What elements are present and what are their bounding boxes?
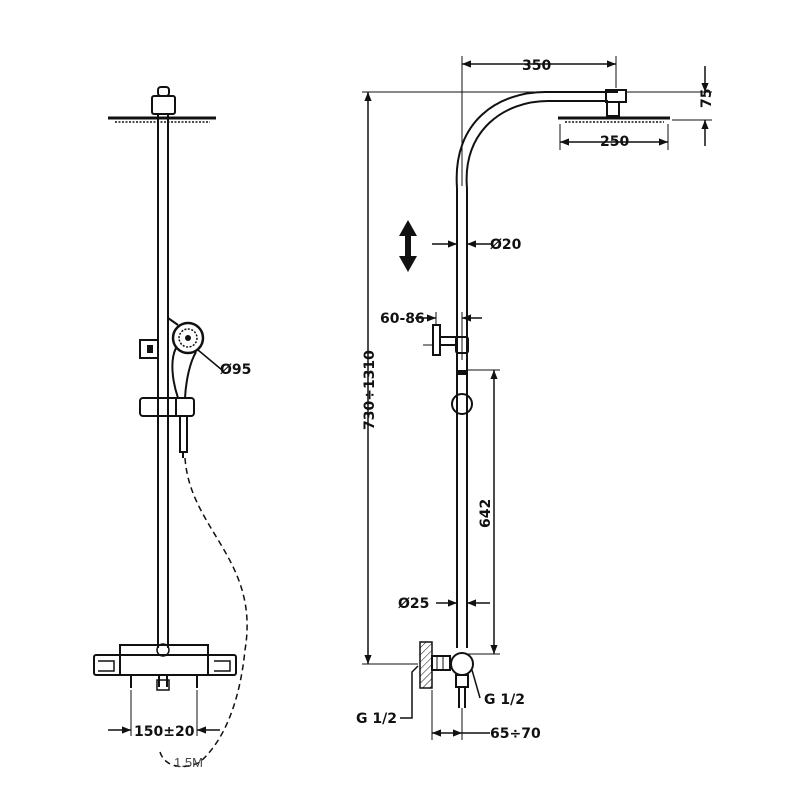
total-height-label: 730÷1310 xyxy=(362,350,378,430)
head-drop-label: 75 xyxy=(699,89,715,108)
pipe-diameter-label: Ø25 xyxy=(398,596,429,612)
adjust-arrow-icon xyxy=(399,220,417,272)
front-thermostatic-mixer xyxy=(93,643,237,691)
arm-projection-label: 350 xyxy=(522,58,551,74)
thread-left-label: G 1/2 xyxy=(356,711,397,727)
hose-length-label: 1.5M xyxy=(174,755,203,770)
side-slider-clamp xyxy=(451,336,473,415)
front-slider-holder xyxy=(139,397,195,458)
thread-right-label: G 1/2 xyxy=(484,692,525,708)
slide-length-label: 642 xyxy=(478,499,494,528)
front-hose xyxy=(159,457,248,768)
side-riser-and-arm xyxy=(455,89,627,648)
side-view: 350 75 250 Ø20 60-86 xyxy=(356,56,715,742)
head-diameter-label: 250 xyxy=(600,134,629,150)
handshower-diameter-label: Ø95 xyxy=(220,362,251,378)
inlet-centres-label: 150±20 xyxy=(134,724,195,740)
side-rain-head xyxy=(558,116,670,123)
front-riser-column xyxy=(157,114,169,648)
front-hand-shower xyxy=(139,317,205,399)
side-wall-and-mixer xyxy=(419,641,474,708)
inlet-centres-dimension xyxy=(108,690,220,736)
holder-offset-label: 60-86 xyxy=(380,311,425,327)
rail-diameter-label: Ø20 xyxy=(490,237,522,253)
side-hand-shower-holder xyxy=(423,324,458,356)
front-view: Ø95 150±20 1.5M xyxy=(93,86,251,770)
front-rain-head xyxy=(108,86,216,123)
wall-offset-label: 65÷70 xyxy=(490,726,541,742)
